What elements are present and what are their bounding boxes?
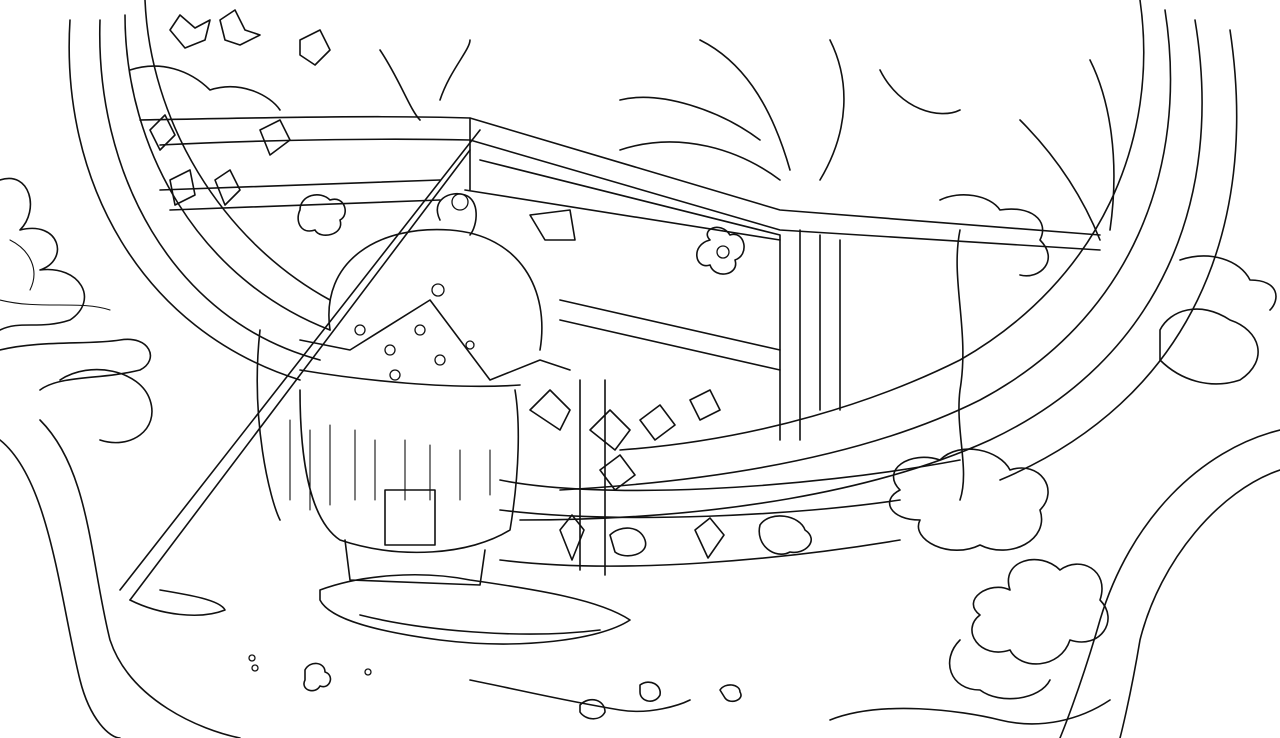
railing xyxy=(139,115,1101,441)
lantern-dome xyxy=(119,129,631,645)
ground-blossoms xyxy=(129,589,742,720)
boat xyxy=(499,459,961,567)
clouds-left xyxy=(0,177,153,444)
clouds-right xyxy=(829,255,1277,725)
plants xyxy=(129,9,1115,576)
